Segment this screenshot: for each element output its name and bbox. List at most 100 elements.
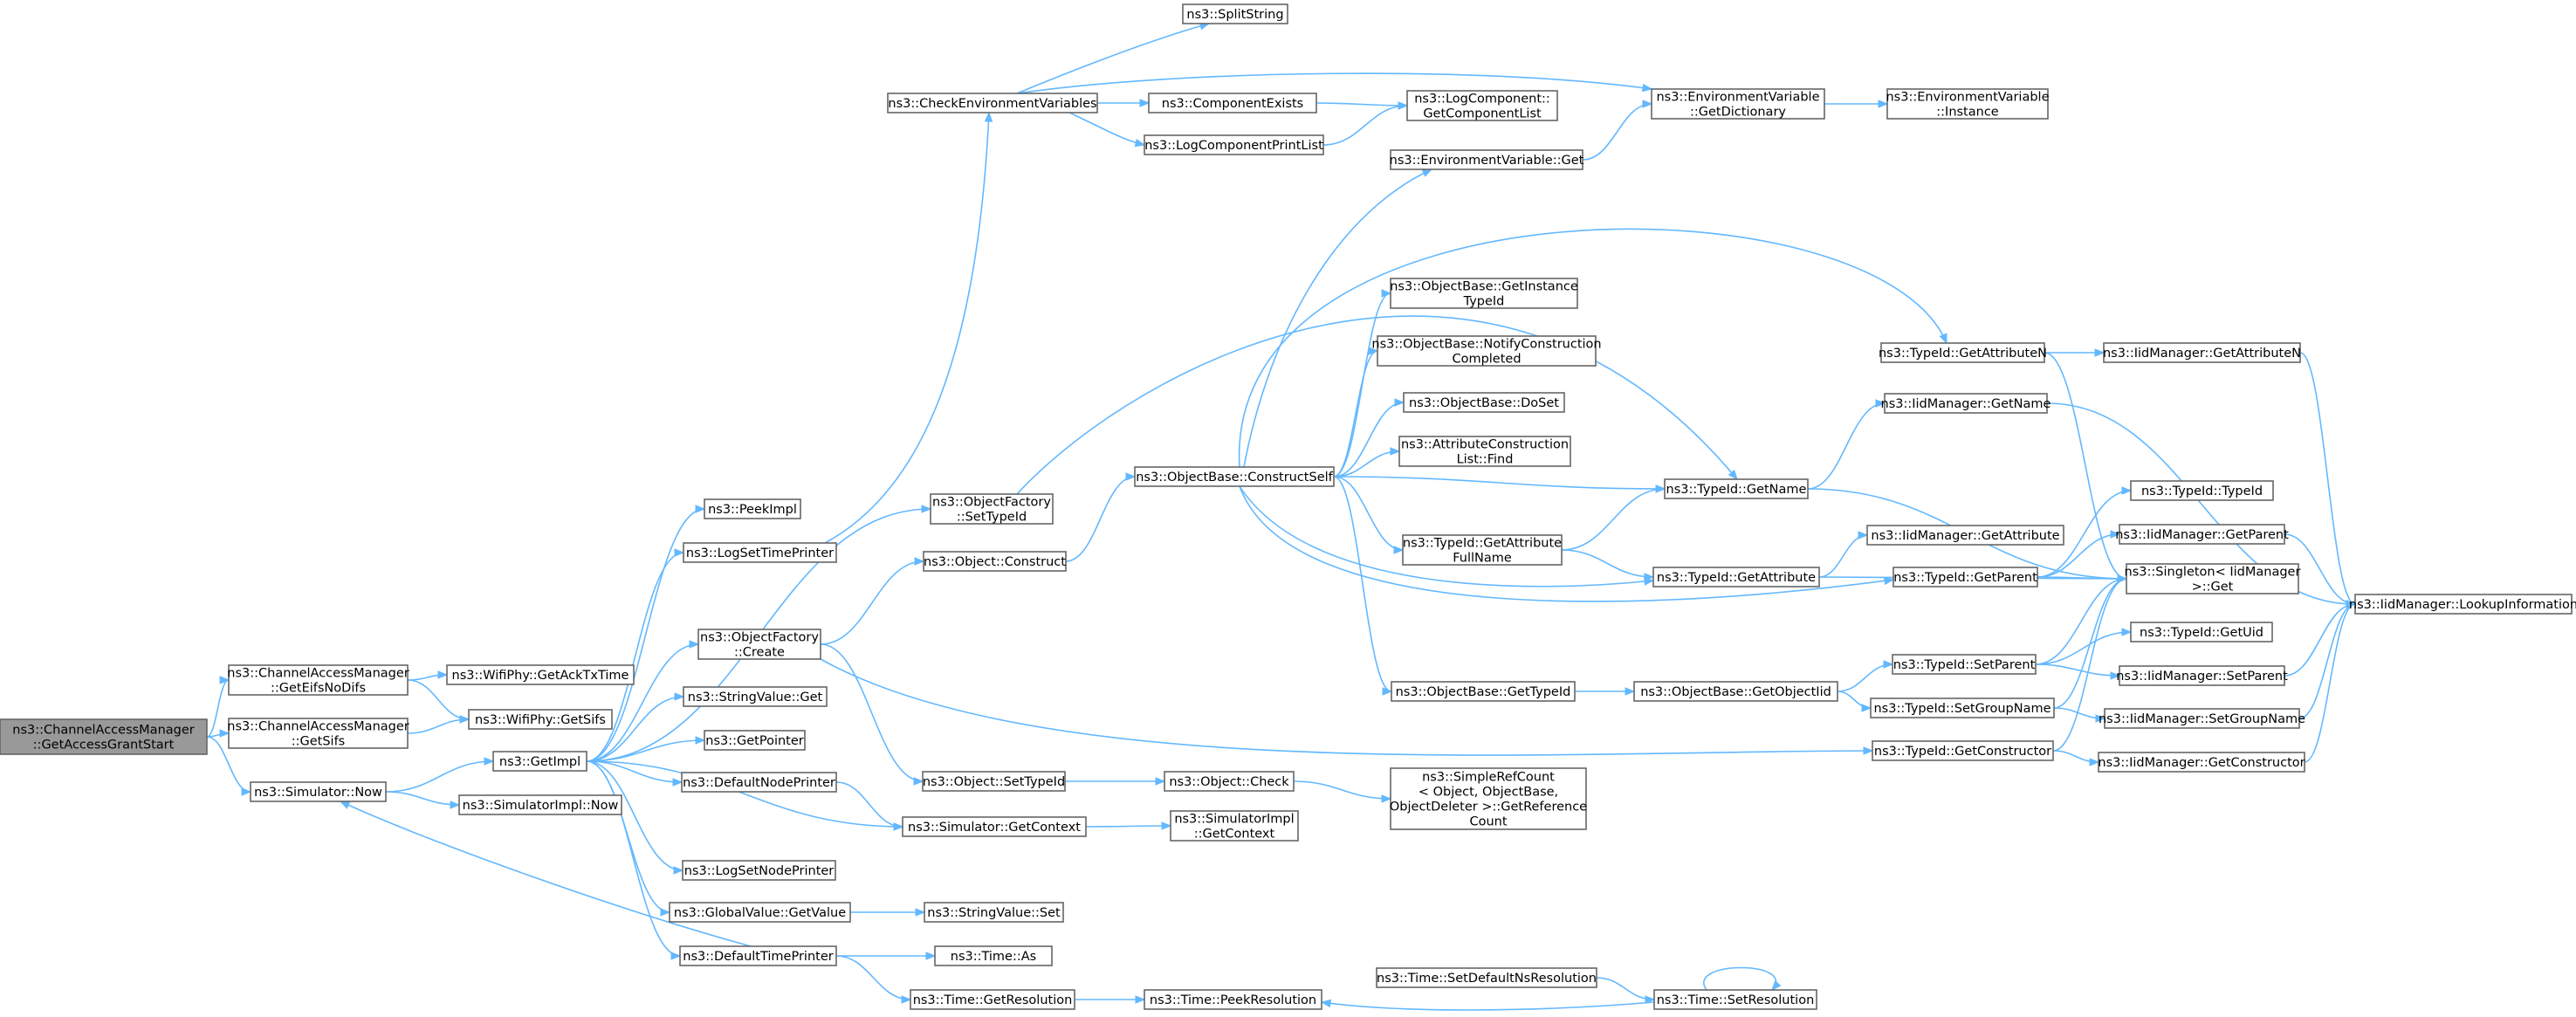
edge-line bbox=[835, 955, 911, 1000]
node-object-construct[interactable]: ns3::Object::Construct bbox=[923, 551, 1067, 572]
node-obj-base-get-type-id[interactable]: ns3::ObjectBase::GetTypeId bbox=[1391, 681, 1576, 702]
node-box bbox=[1390, 278, 1578, 309]
arrowhead bbox=[1135, 995, 1146, 1004]
node-obj-factory-create[interactable]: ns3::ObjectFactory::Create bbox=[697, 629, 821, 660]
node-type-id-get-constructor[interactable]: ns3::TypeId::GetConstructor bbox=[1872, 740, 2054, 761]
node-simple-ref-count[interactable]: ns3::SimpleRefCount< Object, ObjectBase,… bbox=[1390, 767, 1587, 830]
node-sim-impl-get-context[interactable]: ns3::SimulatorImpl::GetContext bbox=[1170, 810, 1299, 842]
node-object-set-type-id[interactable]: ns3::Object::SetTypeId bbox=[922, 771, 1066, 792]
edge-line bbox=[2037, 533, 2120, 578]
node-iid-set-parent[interactable]: ns3::IidManager::SetParent bbox=[2116, 665, 2288, 686]
node-get-impl[interactable]: ns3::GetImpl bbox=[492, 751, 587, 772]
node-log-set-time-printer[interactable]: ns3::LogSetTimePrinter bbox=[683, 542, 837, 563]
node-time-get-resolution[interactable]: ns3::Time::GetResolution bbox=[910, 989, 1075, 1010]
edge-get-eifs-no-difs-to-get-ack-tx-time bbox=[407, 670, 449, 681]
edge-iid-get-constructor-to-iid-lookup-information bbox=[2304, 600, 2357, 763]
node-iid-get-parent[interactable]: ns3::IidManager::GetParent bbox=[2115, 524, 2289, 545]
edge-line bbox=[1837, 663, 1893, 692]
node-wifi-get-sifs[interactable]: ns3::WifiPhy::GetSifs bbox=[468, 709, 613, 730]
node-type-id-get-name[interactable]: ns3::TypeId::GetName bbox=[1664, 478, 1809, 499]
node-string-value-set[interactable]: ns3::StringValue::Set bbox=[924, 902, 1064, 923]
node-sim-get-context[interactable]: ns3::Simulator::GetContext bbox=[902, 816, 1087, 837]
node-obj-factory-set-type-id[interactable]: ns3::ObjectFactory::SetTypeId bbox=[930, 493, 1054, 525]
arrowhead bbox=[1393, 546, 1405, 554]
node-type-id-set-parent[interactable]: ns3::TypeId::SetParent bbox=[1892, 654, 2037, 675]
node-time-peek-resolution[interactable]: ns3::Time::PeekResolution bbox=[1144, 989, 1322, 1010]
node-box bbox=[1403, 392, 1565, 413]
node-type-id-set-group-name[interactable]: ns3::TypeId::SetGroupName bbox=[1870, 697, 2055, 718]
arrowhead bbox=[1645, 995, 1656, 1004]
node-time-set-resolution[interactable]: ns3::Time::SetResolution bbox=[1653, 989, 1817, 1010]
node-type-id-get-attribute[interactable]: ns3::TypeId::GetAttribute bbox=[1652, 567, 1820, 588]
node-label: ns3::LogComponentPrintList bbox=[1144, 139, 1323, 153]
arrowhead bbox=[2110, 671, 2121, 680]
node-label: ns3::Time::GetResolution bbox=[913, 993, 1073, 1007]
arrowhead bbox=[339, 801, 351, 809]
node-box bbox=[679, 945, 837, 966]
node-split-string[interactable]: ns3::SplitString bbox=[1182, 3, 1288, 24]
node-get-pointer[interactable]: ns3::GetPointer bbox=[704, 730, 806, 751]
node-check-env-vars[interactable]: ns3::CheckEnvironmentVariables bbox=[887, 93, 1098, 113]
edge-log-component-print-list-to-log-component-get-list bbox=[1322, 101, 1409, 146]
node-label: ::SetTypeId bbox=[957, 511, 1027, 525]
node-component-exists[interactable]: ns3::ComponentExists bbox=[1148, 93, 1317, 113]
edge-line bbox=[407, 679, 470, 720]
node-peek-impl[interactable]: ns3::PeekImpl bbox=[704, 498, 801, 519]
node-get-ack-tx-time[interactable]: ns3::WifiPhy::GetAckTxTime bbox=[446, 664, 635, 685]
node-iid-get-constructor[interactable]: ns3::IidManager::GetConstructor bbox=[2098, 752, 2305, 773]
node-iid-get-attribute-n[interactable]: ns3::IidManager::GetAttributeN bbox=[2103, 342, 2301, 363]
node-env-var-instance[interactable]: ns3::EnvironmentVariable::Instance bbox=[1886, 88, 2050, 120]
node-label: ns3::TypeId::GetParent bbox=[1893, 571, 2037, 585]
node-log-component-get-list[interactable]: ns3::LogComponent::GetComponentList bbox=[1406, 90, 1558, 121]
node-get-sifs-cam[interactable]: ns3::ChannelAccessManager::GetSifs bbox=[227, 718, 409, 749]
node-string-value-get[interactable]: ns3::StringValue::Get bbox=[683, 686, 828, 707]
node-default-time-printer[interactable]: ns3::DefaultTimePrinter bbox=[679, 945, 837, 966]
node-label: ns3::LogComponent:: bbox=[1414, 93, 1550, 107]
node-get-eifs-no-difs[interactable]: ns3::ChannelAccessManager::GetEifsNoDifs bbox=[227, 664, 409, 696]
node-label: ns3::SimpleRefCount bbox=[1422, 771, 1555, 785]
node-log-component-print-list[interactable]: ns3::LogComponentPrintList bbox=[1144, 134, 1324, 155]
node-env-var-get[interactable]: ns3::EnvironmentVariable::Get bbox=[1390, 149, 1584, 170]
edge-construct-self-to-type-id-get-parent bbox=[1239, 485, 1895, 602]
node-sim-impl-now[interactable]: ns3::SimulatorImpl::Now bbox=[458, 794, 622, 815]
node-iid-get-name[interactable]: ns3::IidManager::GetName bbox=[1881, 393, 2051, 414]
arrowhead bbox=[921, 505, 932, 513]
node-type-id-get-attribute-n[interactable]: ns3::TypeId::GetAttributeN bbox=[1879, 342, 2047, 363]
arrowhead bbox=[893, 822, 904, 831]
node-default-node-printer[interactable]: ns3::DefaultNodePrinter bbox=[681, 772, 837, 793]
node-global-value-get-value[interactable]: ns3::GlobalValue::GetValue bbox=[669, 902, 851, 923]
node-type-id-get-parent[interactable]: ns3::TypeId::GetParent bbox=[1893, 567, 2038, 588]
edge-line bbox=[1333, 350, 1378, 478]
edge-time-set-resolution-to-time-set-resolution bbox=[1703, 966, 1782, 992]
node-sim-now[interactable]: ns3::Simulator::Now bbox=[250, 781, 387, 802]
node-type-id-type-id[interactable]: ns3::TypeId::TypeId bbox=[2130, 480, 2274, 501]
node-singleton-get[interactable]: ns3::Singleton< IidManager>::Get bbox=[2125, 563, 2301, 594]
node-label: ::Instance bbox=[1936, 106, 1999, 120]
node-time-set-default-ns[interactable]: ns3::Time::SetDefaultNsResolution bbox=[1376, 967, 1597, 988]
node-construct-self[interactable]: ns3::ObjectBase::ConstructSelf bbox=[1134, 466, 1335, 487]
arrowhead bbox=[1883, 660, 1894, 669]
node-type-id-get-uid[interactable]: ns3::TypeId::GetUid bbox=[2130, 622, 2273, 642]
edge-obj-factory-set-type-id-to-type-id-get-name bbox=[1016, 315, 1738, 495]
node-env-var-get-dictionary[interactable]: ns3::EnvironmentVariable::GetDictionary bbox=[1651, 88, 1825, 120]
node-do-set[interactable]: ns3::ObjectBase::DoSet bbox=[1403, 392, 1565, 413]
node-obj-base-get-object-iid[interactable]: ns3::ObjectBase::GetObjectIid bbox=[1633, 681, 1838, 702]
arrowhead bbox=[1644, 573, 1655, 581]
node-box bbox=[1664, 478, 1809, 499]
node-box bbox=[934, 945, 1053, 966]
node-root[interactable]: ns3::ChannelAccessManager::GetAccessGran… bbox=[0, 718, 208, 755]
edge-get-impl-to-log-set-time-printer bbox=[586, 548, 685, 762]
node-notify-construction[interactable]: ns3::ObjectBase::NotifyConstructionCompl… bbox=[1371, 335, 1602, 367]
edge-get-impl-to-default-time-printer bbox=[586, 760, 682, 960]
node-object-check[interactable]: ns3::Object::Check bbox=[1164, 771, 1295, 792]
node-log-set-node-printer[interactable]: ns3::LogSetNodePrinter bbox=[682, 860, 836, 881]
node-iid-set-group-name[interactable]: ns3::IidManager::SetGroupName bbox=[2099, 708, 2305, 729]
node-time-as[interactable]: ns3::Time::As bbox=[934, 945, 1053, 966]
node-iid-get-attribute[interactable]: ns3::IidManager::GetAttribute bbox=[1866, 525, 2064, 546]
node-iid-lookup-information[interactable]: ns3::IidManager::LookupInformation bbox=[2349, 594, 2576, 615]
edge-line bbox=[1807, 402, 1886, 490]
edge-time-get-resolution-to-time-peek-resolution bbox=[1075, 995, 1146, 1004]
